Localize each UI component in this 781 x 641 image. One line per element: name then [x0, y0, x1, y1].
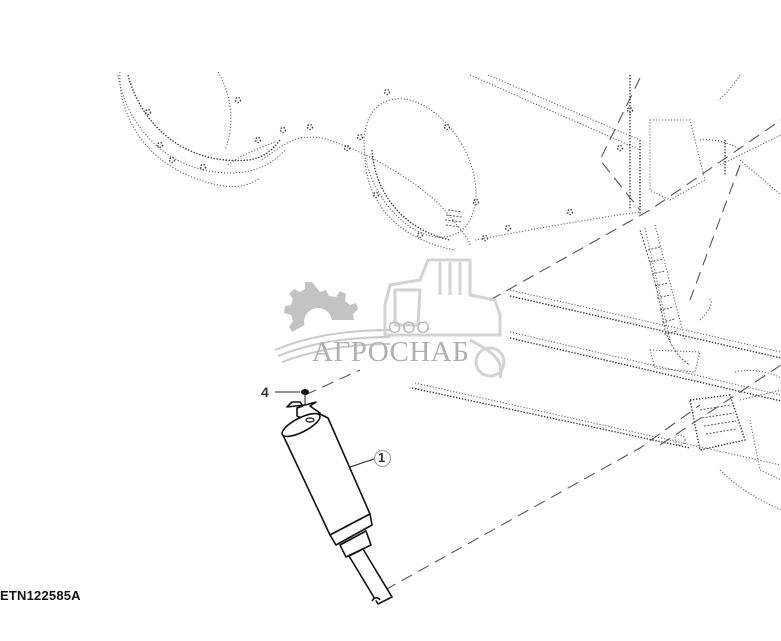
part-1-shock-absorber [281, 401, 393, 605]
watermark [274, 258, 506, 379]
bolt-marks [144, 88, 634, 242]
callout-1-circle [374, 450, 391, 467]
combine-harvester-icon [383, 258, 506, 379]
background-machinery [117, 71, 781, 511]
part-4-fitting [275, 389, 309, 405]
callout-4[interactable]: 4 [261, 384, 269, 400]
gear-icon [284, 282, 358, 336]
figure-id-label: ETN122585A [0, 588, 81, 603]
watermark-prefix: ООО [388, 318, 431, 337]
phantom-lines [304, 77, 781, 591]
watermark-brand: АГРОСНАБ [312, 336, 470, 368]
callout-1[interactable]: 1 [378, 450, 386, 465]
